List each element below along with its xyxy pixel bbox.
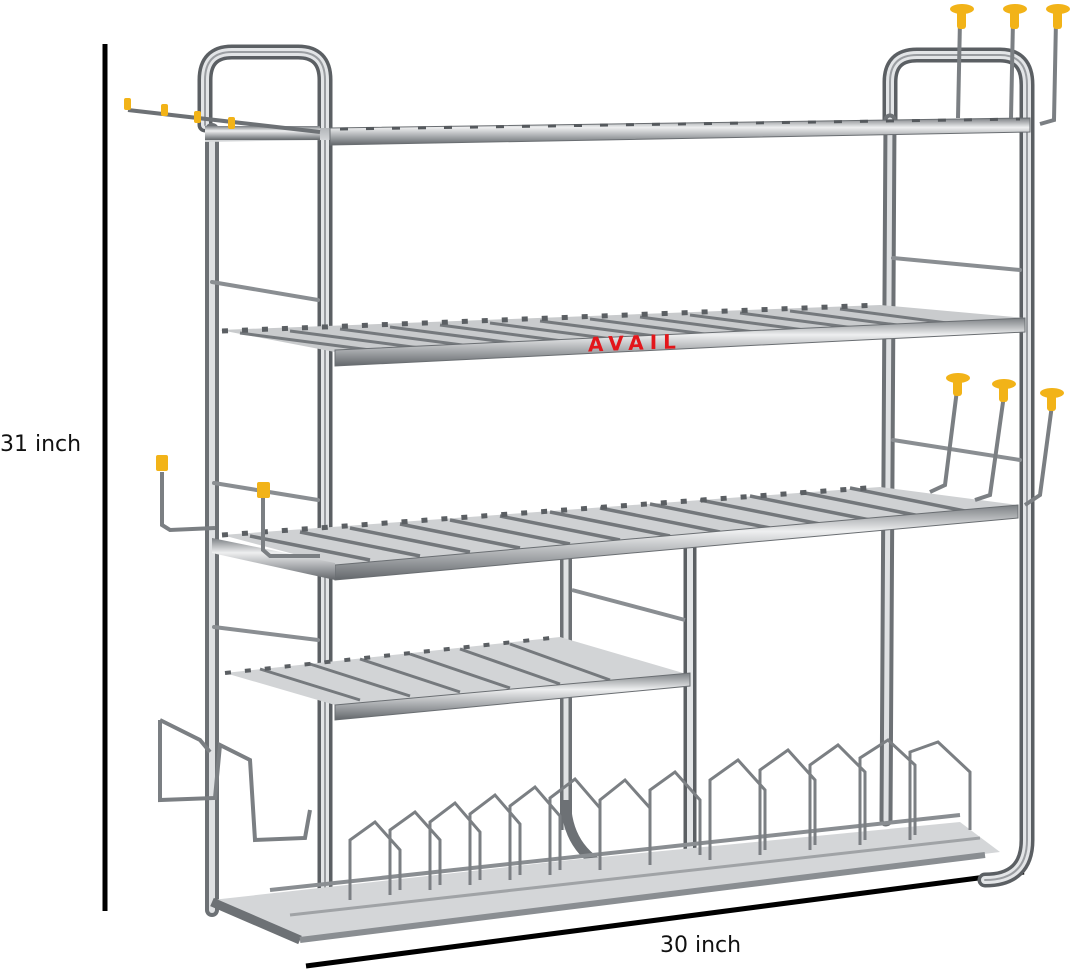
hook-cap-icon bbox=[124, 98, 131, 110]
hook-cap-icon bbox=[161, 104, 168, 116]
shelf-3 bbox=[212, 484, 1019, 581]
shelf-4 bbox=[224, 635, 691, 721]
center-posts bbox=[560, 520, 697, 897]
hook-pegs-mid-right bbox=[929, 373, 1064, 507]
hook-cap-icon bbox=[228, 117, 235, 129]
hook-pegs-mid-left bbox=[156, 455, 320, 558]
left-frame bbox=[197, 44, 333, 933]
width-dimension-label: 30 inch bbox=[660, 933, 742, 958]
brand-logo: AVAIL bbox=[588, 329, 682, 356]
hook-pegs-top-right bbox=[950, 4, 1070, 126]
hook-bar-top-left bbox=[124, 98, 321, 134]
hook-cap-icon bbox=[194, 111, 201, 123]
shelf-2: AVAIL bbox=[220, 302, 1026, 367]
dish-rack bbox=[210, 738, 1000, 945]
board-holder bbox=[158, 718, 312, 843]
width-dimension-line bbox=[305, 869, 1025, 969]
right-frame bbox=[879, 47, 1035, 888]
height-dimension-label: 31 inch bbox=[0, 432, 82, 457]
